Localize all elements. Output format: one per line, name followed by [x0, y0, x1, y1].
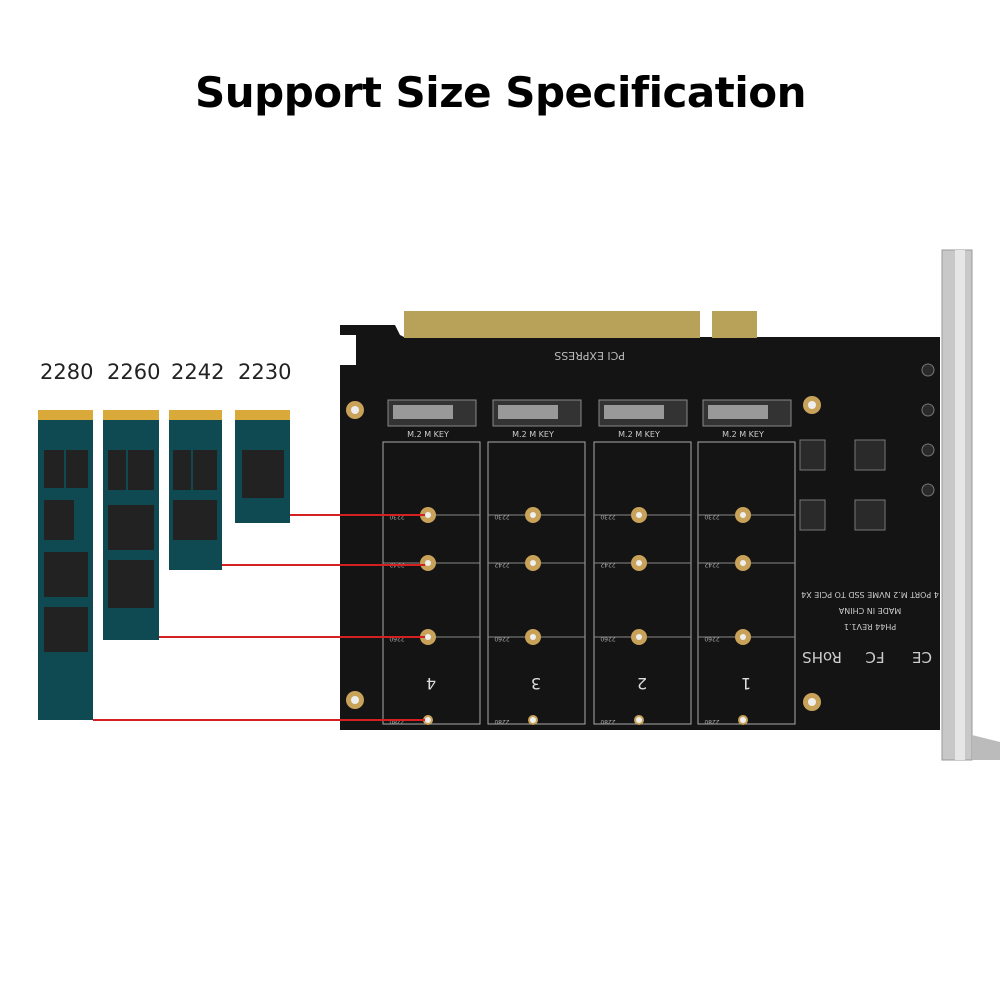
svg-text:2242: 2242	[704, 561, 719, 568]
svg-text:4 PORT M.2 NVME SSD TO PCIE X4: 4 PORT M.2 NVME SSD TO PCIE X4	[801, 590, 939, 599]
slot-number: 1	[741, 674, 751, 693]
svg-text:2280: 2280	[704, 718, 719, 725]
size-label-2230: 2230	[238, 360, 292, 384]
svg-text:2242: 2242	[600, 561, 615, 568]
slot-number: 4	[426, 674, 436, 693]
board-markings: 4 PORT M.2 NVME SSD TO PCIE X4 MADE IN C…	[801, 590, 939, 666]
ssd-2230	[235, 410, 290, 523]
m2-slot-3: M.2 M KEY 2230 2242 2260 2280 3	[487, 399, 586, 725]
connector-label: M.2 M KEY	[618, 430, 660, 439]
gold-fingers	[404, 311, 700, 338]
pcie-logo: PCI EXPRESS	[554, 349, 625, 362]
mount-holes	[346, 396, 821, 711]
svg-text:2280: 2280	[600, 718, 615, 725]
page-title: Support Size Specification	[195, 68, 806, 117]
size-label-2280: 2280	[40, 360, 94, 384]
svg-text:2260: 2260	[600, 635, 615, 642]
svg-text:2230: 2230	[600, 513, 615, 520]
svg-text:2280: 2280	[389, 718, 404, 725]
m2-slot-2: M.2 M KEY 2230 2242 2260 2280 2	[593, 399, 692, 725]
slot-number: 3	[531, 674, 541, 693]
svg-text:MADE IN CHINA: MADE IN CHINA	[838, 606, 901, 615]
ssd-2280	[38, 410, 93, 720]
svg-text:2260: 2260	[494, 635, 509, 642]
svg-text:2230: 2230	[494, 513, 509, 520]
metal-bracket	[941, 249, 1000, 761]
size-guide-lines	[93, 514, 425, 721]
slot-number: 2	[637, 674, 647, 693]
ssd-2242	[169, 410, 222, 570]
svg-text:PH44 REV1.1: PH44 REV1.1	[844, 622, 896, 631]
svg-text:2230: 2230	[704, 513, 719, 520]
m2-slot-1: M.2 M KEY 2230 2242 2260 2280 1	[697, 399, 796, 725]
m2-slot-4: M.2 M KEY22302242226022804	[382, 399, 481, 725]
ssd-2260	[103, 410, 159, 640]
svg-text:2230: 2230	[389, 513, 404, 520]
svg-text:RoHS: RoHS	[802, 648, 842, 666]
size-label-2242: 2242	[171, 360, 225, 384]
svg-text:CE: CE	[912, 648, 932, 666]
connector-label: M.2 M KEY	[407, 430, 449, 439]
components	[799, 363, 935, 531]
svg-text:2242: 2242	[494, 561, 509, 568]
svg-text:2260: 2260	[704, 635, 719, 642]
size-label-2260: 2260	[107, 360, 161, 384]
connector-label: M.2 M KEY	[722, 430, 764, 439]
svg-text:FC: FC	[865, 648, 884, 666]
svg-text:2280: 2280	[494, 718, 509, 725]
svg-text:2260: 2260	[389, 635, 404, 642]
connector-label: M.2 M KEY	[512, 430, 554, 439]
